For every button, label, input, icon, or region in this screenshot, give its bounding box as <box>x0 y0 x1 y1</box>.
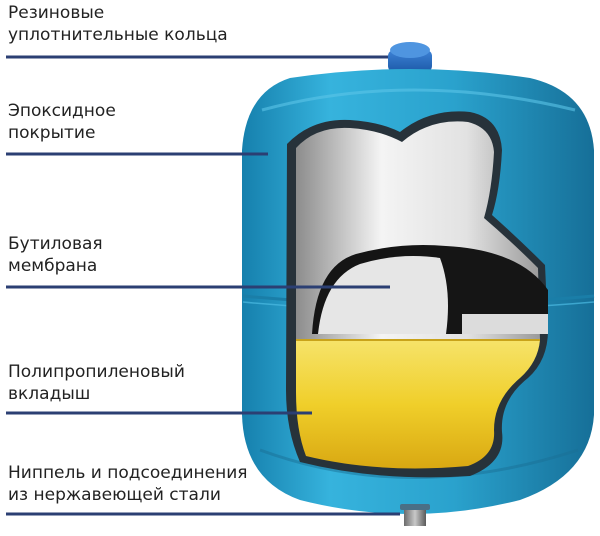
label-butyl-membrane-line2: мембрана <box>8 256 98 276</box>
top-fitting <box>388 42 432 72</box>
label-rubber-seals-line1: Резиновые <box>8 3 105 23</box>
label-polypropylene-liner: Полипропиленовый вкладыш <box>8 361 185 405</box>
label-rubber-seals-line2: уплотнительные кольца <box>8 25 228 45</box>
label-epoxy-coating-line1: Эпоксидное <box>8 101 116 121</box>
label-butyl-membrane-line1: Бутиловая <box>8 234 103 254</box>
label-rubber-seals: Резиновые уплотнительные кольца <box>8 2 228 46</box>
label-polypropylene-liner-line1: Полипропиленовый <box>8 362 185 382</box>
label-stainless-nipple-line2: из нержавеющей стали <box>8 485 221 505</box>
label-stainless-nipple-line1: Ниппель и подсоединения <box>8 463 248 483</box>
polypropylene-liner-shape <box>296 340 540 469</box>
label-epoxy-coating: Эпоксидное покрытие <box>8 100 116 144</box>
label-epoxy-coating-line2: покрытие <box>8 123 96 143</box>
label-butyl-membrane: Бутиловая мембрана <box>8 233 103 277</box>
butyl-membrane-shape <box>312 245 548 334</box>
bottom-nipple <box>400 504 430 526</box>
label-polypropylene-liner-line2: вкладыш <box>8 384 91 404</box>
label-stainless-nipple: Ниппель и подсоединения из нержавеющей с… <box>8 462 248 506</box>
